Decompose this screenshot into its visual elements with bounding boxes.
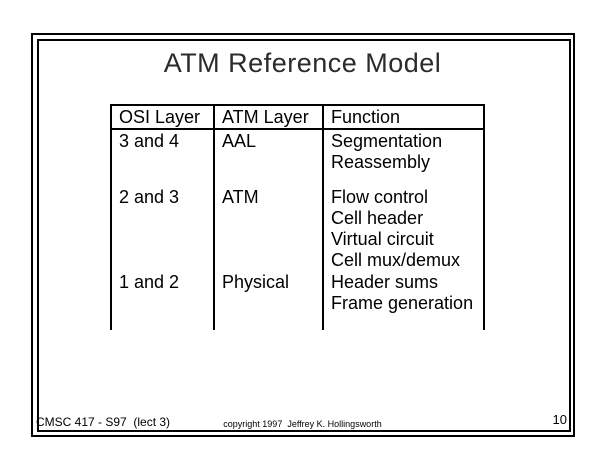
footer-copyright: copyright 1997 Jeffrey K. Hollingsworth	[223, 419, 382, 429]
function-line: Segmentation	[331, 131, 443, 151]
function-line: Frame generation	[331, 293, 474, 313]
function-line: Cell mux/demux	[331, 250, 461, 270]
atm-reference-table: OSI Layer ATM Layer Function 3 and 4 AAL…	[110, 104, 485, 330]
cell-osi-layer: 2 and 3	[110, 186, 215, 271]
header-function: Function	[322, 104, 485, 130]
slide-inner-border	[37, 39, 571, 432]
cell-osi-layer: 1 and 2	[110, 271, 215, 314]
slide-outer-border	[31, 33, 575, 437]
cell-functions: Segmentation Reassembly	[322, 129, 485, 186]
function-line: Reassembly	[331, 152, 431, 172]
table-header-row: OSI Layer ATM Layer Function	[110, 104, 485, 130]
cell-atm-layer: ATM	[213, 186, 324, 271]
function-line: Flow control	[331, 187, 429, 207]
cell-functions: Flow control Cell header Virtual circuit…	[322, 186, 485, 271]
cell-functions: Header sums Frame generation	[322, 271, 485, 314]
function-line: Cell header	[331, 208, 424, 228]
page-number: 10	[552, 412, 567, 427]
cell-atm-layer: Physical	[213, 271, 324, 314]
cell-osi-layer: 3 and 4	[110, 129, 215, 186]
header-atm-layer: ATM Layer	[213, 104, 324, 130]
table-row-atm: 2 and 3 ATM Flow control Cell header Vir…	[110, 186, 485, 271]
footer-course-label: CMSC 417 - S97 (lect 3)	[36, 415, 171, 429]
table-row-physical: 1 and 2 Physical Header sums Frame gener…	[110, 271, 485, 314]
table-spacer-row	[110, 314, 485, 330]
cell-atm-layer: AAL	[213, 129, 324, 186]
header-osi-layer: OSI Layer	[110, 104, 215, 130]
table-row-aal: 3 and 4 AAL Segmentation Reassembly	[110, 129, 485, 186]
function-line: Virtual circuit	[331, 229, 434, 249]
slide-title: ATM Reference Model	[163, 48, 442, 78]
function-line: Header sums	[331, 272, 439, 292]
